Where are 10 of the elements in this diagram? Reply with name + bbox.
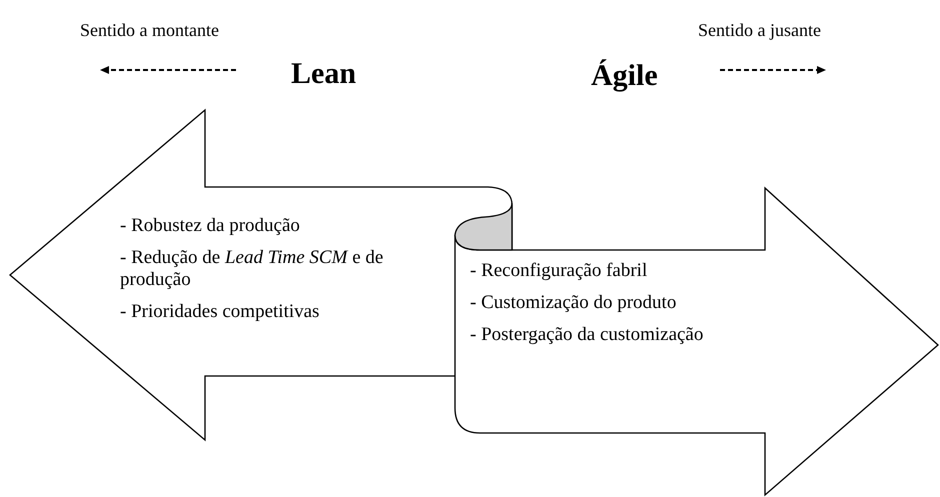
list-item: - Robustez da produção	[120, 215, 301, 237]
strategy-heading: Lean	[291, 57, 356, 91]
list-item: - Reconfiguração fabril	[470, 260, 648, 282]
list-item: - Customização do produto	[470, 292, 678, 314]
list-item: - Redução de Lead Time SCM e de produção	[120, 247, 384, 291]
list-item: - Prioridades competitivas	[120, 301, 320, 323]
list-item: - Postergação da customização	[470, 324, 704, 346]
strategy-heading: Ágile	[591, 59, 658, 93]
direction-caption: Sentido a jusante	[698, 20, 821, 41]
direction-caption: Sentido a montante	[80, 20, 219, 41]
